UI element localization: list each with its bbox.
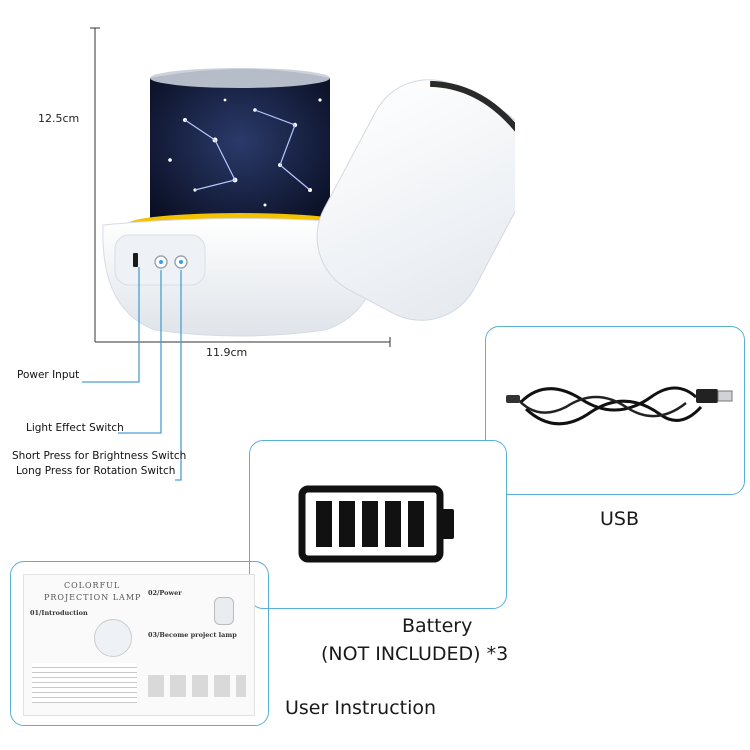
manual-text-lines xyxy=(32,663,137,703)
user-instruction-label: User Instruction xyxy=(285,697,437,719)
callout-power-input: Power Input xyxy=(17,369,80,381)
battery-label: Battery xyxy=(402,615,473,637)
manual-product-thumbnail xyxy=(94,619,132,657)
manual-lamp-thumbnail xyxy=(214,597,234,625)
height-dimension-label: 12.5cm xyxy=(38,112,80,125)
manual-section-power: 02/Power xyxy=(148,589,182,597)
callout-press-line-1: Short Press for Brightness Switch xyxy=(12,450,187,462)
callout-light-effect-switch: Light Effect Switch xyxy=(26,422,124,434)
usb-cable-icon xyxy=(506,386,733,426)
instruction-manual-image: COLORFUL PROJECTION LAMP 01/Introduction… xyxy=(23,574,255,716)
usb-label: USB xyxy=(600,508,640,530)
manual-title-line-2: PROJECTION LAMP xyxy=(44,593,142,602)
battery-not-included-label: (NOT INCLUDED) *3 xyxy=(321,643,509,665)
battery-icon xyxy=(298,485,454,563)
user-instruction-frame: COLORFUL PROJECTION LAMP 01/Introduction… xyxy=(10,561,269,726)
width-dimension-label: 11.9cm xyxy=(206,346,248,359)
manual-section-become: 03/Become project lamp xyxy=(148,631,237,639)
manual-diagram-row xyxy=(148,675,246,697)
callout-press-line-2: Long Press for Rotation Switch xyxy=(16,465,176,477)
usb-frame xyxy=(485,326,745,495)
battery-frame xyxy=(249,440,507,609)
projector-lamp-image xyxy=(102,68,515,337)
manual-title-line-1: COLORFUL xyxy=(64,581,121,590)
manual-section-intro: 01/Introduction xyxy=(30,609,88,617)
